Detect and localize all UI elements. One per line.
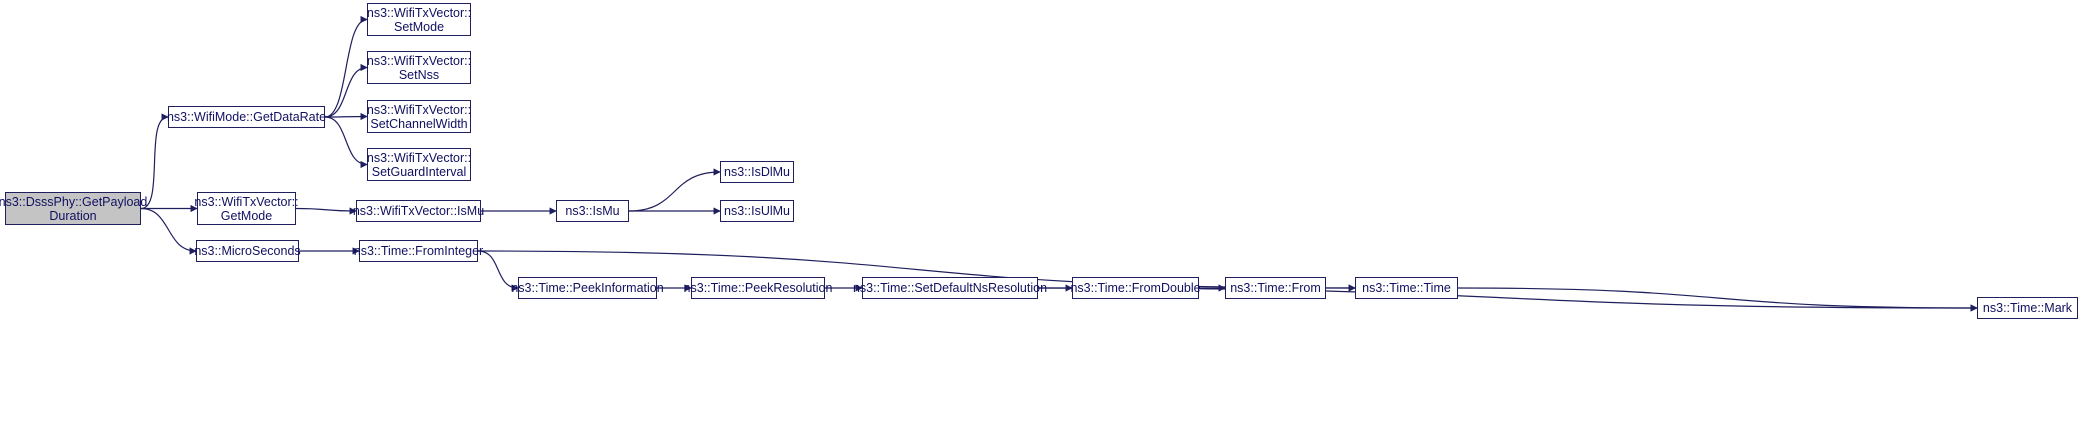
- graph-node-label: ns3::WifiTxVector::: [194, 194, 299, 209]
- graph-node-label: ns3::IsDlMu: [724, 165, 790, 179]
- graph-node-setguardinterval[interactable]: ns3::WifiTxVector::SetGuardInterval: [367, 148, 471, 181]
- graph-node-label: ns3::Time::PeekResolution: [683, 281, 833, 295]
- graph-node-peekresolution[interactable]: ns3::Time::PeekResolution: [684, 277, 832, 299]
- graph-node-txvecismu[interactable]: ns3::WifiTxVector::IsMu: [352, 200, 485, 222]
- graph-node-mark[interactable]: ns3::Time::Mark: [1977, 297, 2078, 319]
- graph-node-label: ns3::Time::FromInteger: [353, 244, 484, 258]
- graph-node-time[interactable]: ns3::Time::Time: [1355, 277, 1458, 299]
- graph-node-label: ns3::WifiTxVector::IsMu: [352, 204, 485, 218]
- graph-node-setnss[interactable]: ns3::WifiTxVector::SetNss: [367, 51, 471, 84]
- graph-node-microseconds[interactable]: ns3::MicroSeconds: [194, 240, 301, 262]
- graph-node-setmode[interactable]: ns3::WifiTxVector::SetMode: [367, 3, 471, 36]
- graph-node-label: ns3::Time::SetDefaultNsResolution: [852, 281, 1048, 295]
- graph-edge-getdatarate-to-setmode: [324, 15, 368, 118]
- graph-node-label: SetMode: [393, 19, 445, 34]
- graph-node-label: ns3::WifiTxVector::: [366, 53, 472, 68]
- graph-node-label: SetGuardInterval: [371, 164, 467, 179]
- graph-node-label: ns3::WifiTxVector::: [366, 150, 472, 165]
- graph-edge-getmode-to-txvecismu: [295, 207, 357, 215]
- graph-node-ismu[interactable]: ns3::IsMu: [556, 200, 629, 222]
- graph-node-fromdouble[interactable]: ns3::Time::FromDouble: [1070, 277, 1201, 299]
- graph-node-peekinformation[interactable]: ns3::Time::PeekInformation: [511, 277, 664, 299]
- graph-edge-ismu-to-isdlmu: [628, 168, 721, 212]
- graph-node-label: GetMode: [220, 208, 273, 223]
- graph-node-label: ns3::Time::From: [1230, 281, 1321, 295]
- graph-node-label: ns3::DsssPhy::GetPayload: [0, 194, 148, 209]
- graph-node-frominteger[interactable]: ns3::Time::FromInteger: [354, 240, 483, 262]
- graph-edge-getdatarate-to-setnss: [324, 63, 368, 118]
- graph-edge-getdatarate-to-setchannelwidth: [324, 112, 368, 121]
- graph-edge-root-to-microseconds: [140, 207, 197, 255]
- graph-node-label: ns3::MicroSeconds: [194, 244, 301, 258]
- graph-node-setdefaultns[interactable]: ns3::Time::SetDefaultNsResolution: [853, 277, 1047, 299]
- graph-node-label: ns3::Time::FromDouble: [1070, 281, 1201, 295]
- graph-node-setchannelwidth[interactable]: ns3::WifiTxVector::SetChannelWidth: [367, 100, 471, 133]
- graph-edge-time-to-mark: [1457, 287, 1978, 312]
- graph-node-getmode[interactable]: ns3::WifiTxVector::GetMode: [194, 192, 299, 225]
- graph-edge-getdatarate-to-setguardinterval: [324, 116, 368, 169]
- graph-node-label: SetChannelWidth: [370, 116, 468, 131]
- graph-node-label: ns3::IsMu: [565, 204, 620, 218]
- graph-node-label: ns3::Time::PeekInformation: [511, 281, 664, 295]
- graph-node-from[interactable]: ns3::Time::From: [1225, 277, 1326, 299]
- graph-node-label: ns3::WifiTxVector::: [366, 102, 472, 117]
- graph-node-isdlmu[interactable]: ns3::IsDlMu: [720, 161, 794, 183]
- graph-node-label: ns3::WifiMode::GetDataRate: [166, 110, 327, 124]
- graph-node-isulmu[interactable]: ns3::IsUlMu: [720, 200, 794, 222]
- graph-node-label: SetNss: [398, 67, 440, 82]
- graph-node-label: ns3::IsUlMu: [724, 204, 790, 218]
- graph-node-label: ns3::Time::Mark: [1982, 301, 2073, 315]
- graph-node-label: ns3::WifiTxVector::: [366, 5, 472, 20]
- graph-node-getdatarate[interactable]: ns3::WifiMode::GetDataRate: [166, 106, 327, 128]
- graph-node-label: Duration: [49, 208, 97, 223]
- graph-node-label: ns3::Time::Time: [1362, 281, 1451, 295]
